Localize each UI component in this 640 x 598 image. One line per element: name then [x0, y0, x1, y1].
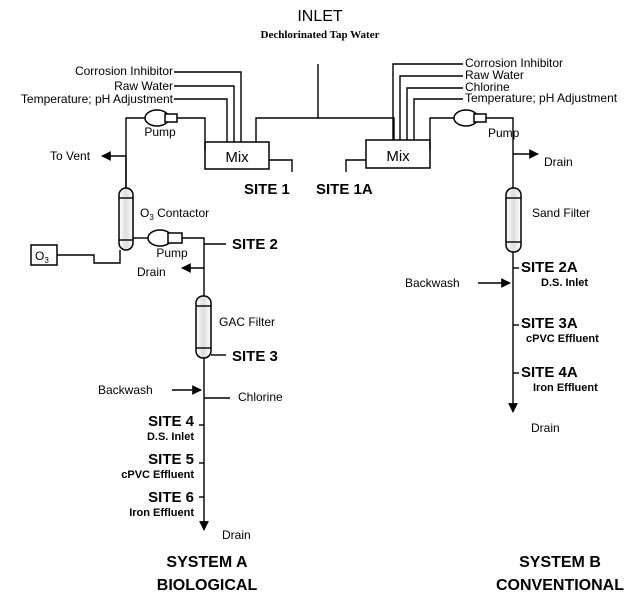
a-site-1-tap: [269, 159, 293, 172]
b-input-raw-water-label: Raw Water: [465, 68, 524, 82]
a-o3-feed-line: [57, 250, 121, 264]
b-input-chlorine-line: [406, 87, 463, 140]
a-mix-to-pump-line: [175, 117, 206, 150]
b-mix-label: Mix: [386, 148, 410, 165]
b-site-1a-tap: [345, 159, 366, 172]
a-o3-contactor-tube: [118, 187, 134, 251]
b-input-raw-water-line: [399, 75, 463, 140]
a-input-temp-ph-label: Temperature; pH Adjustment: [21, 92, 174, 106]
b-mix-to-pump-line: [429, 117, 454, 150]
b-input-chlorine-label: Chlorine: [465, 80, 510, 94]
inlet-split-line: [255, 117, 395, 152]
inlet-subtitle: Dechlorinated Tap Water: [261, 29, 380, 41]
b-site-2a-label: SITE 2A: [521, 259, 578, 276]
a-input-corrosion-line: [174, 71, 242, 142]
a-input-raw-water-line: [174, 85, 235, 142]
a-mix-label: Mix: [225, 149, 249, 166]
a-pump2-to-gac-line: [182, 237, 205, 296]
a-o3-contactor-label: O3 Contactor: [140, 206, 209, 222]
b-pump-label: Pump: [488, 126, 520, 140]
b-pump-icon: [453, 109, 487, 127]
b-input-corrosion-label: Corrosion Inhibitor: [465, 56, 563, 70]
b-pump-to-filter-line: [486, 117, 514, 188]
b-drain-bottom-label: Drain: [531, 421, 560, 435]
b-input-corrosion-line: [392, 63, 463, 140]
a-site-5-sub: cPVC Effluent: [121, 469, 194, 481]
b-site-3a-sub: cPVC Effluent: [526, 333, 599, 345]
a-site-3-label: SITE 3: [232, 348, 278, 365]
b-site-3a-label: SITE 3A: [521, 315, 578, 332]
b-site-4a-label: SITE 4A: [521, 364, 578, 381]
a-site-1-label: SITE 1: [244, 181, 290, 198]
a-pump-2-label: Pump: [156, 246, 188, 260]
b-system-type: CONVENTIONAL: [496, 577, 624, 594]
inlet-title: INLET: [297, 8, 343, 25]
a-pump-2-icon: [147, 229, 183, 247]
a-site-4-sub: D.S. Inlet: [147, 431, 194, 443]
a-site-6-label: SITE 6: [148, 489, 194, 506]
a-site-5-label: SITE 5: [148, 451, 194, 468]
a-system-name: SYSTEM A: [166, 554, 248, 571]
a-input-temp-ph-line: [174, 98, 228, 142]
b-backwash-label: Backwash: [405, 276, 460, 290]
a-site-4-label: SITE 4: [148, 413, 195, 430]
a-gac-filter-label: GAC Filter: [219, 315, 275, 329]
a-o3-source-label: O3: [35, 249, 49, 265]
a-site-2-label: SITE 2: [232, 236, 278, 253]
b-site-2a-sub: D.S. Inlet: [541, 277, 588, 289]
b-drain-top-label: Drain: [544, 155, 573, 169]
a-pump-to-contactor-line: [125, 117, 145, 188]
a-system-type: BIOLOGICAL: [157, 577, 258, 594]
a-mix-box: [204, 141, 270, 170]
a-chlorine-label: Chlorine: [238, 390, 283, 404]
a-drain-top-label: Drain: [137, 265, 166, 279]
b-mix-box: [365, 139, 431, 169]
b-input-temp-ph-line: [413, 98, 463, 140]
a-vent-label: To Vent: [50, 149, 91, 163]
a-pump-1-icon: [144, 109, 178, 127]
b-input-temp-ph-label: Temperature; pH Adjustment: [465, 91, 618, 105]
a-vent-line: [101, 151, 127, 188]
a-input-corrosion-label: Corrosion Inhibitor: [75, 64, 173, 78]
b-system-name: SYSTEM B: [519, 554, 601, 571]
b-site-4a-sub: Iron Effluent: [533, 382, 598, 394]
a-backwash-label: Backwash: [98, 383, 153, 397]
b-site-1a-label: SITE 1A: [316, 181, 373, 198]
a-input-raw-water-label: Raw Water: [114, 79, 173, 93]
a-site-6-sub: Iron Effluent: [129, 507, 194, 519]
a-pump-1-label: Pump: [144, 125, 176, 139]
a-drain-bottom-label: Drain: [222, 528, 251, 542]
b-sand-filter-label: Sand Filter: [532, 206, 590, 220]
